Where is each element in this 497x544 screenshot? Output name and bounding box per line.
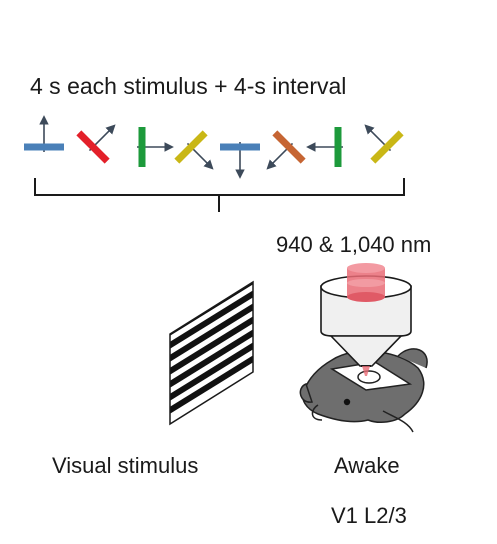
grating-stripe (170, 283, 253, 355)
stimulus-315-deg (364, 124, 404, 164)
cortical-area-label: V1 L2/3 (331, 503, 407, 528)
oriented-stimulus-sequence (24, 115, 404, 179)
grating-stripe (170, 322, 253, 394)
visual-stimulus-label: Visual stimulus (52, 453, 199, 478)
laser-beam (347, 263, 385, 376)
sequence-bracket (34, 178, 405, 212)
stimulus-90-deg (137, 127, 174, 167)
grating-stripe (170, 335, 253, 407)
grating-screen (169, 280, 254, 426)
grating-stripe (170, 296, 253, 368)
laser-wavelength-label: 940 & 1,040 nm (276, 232, 432, 257)
oriented-bar (76, 130, 110, 164)
oriented-bar (272, 130, 306, 164)
stimulus-protocol-title: 4 s each stimulus + 4-s interval (30, 73, 347, 99)
mouse-eye-icon (343, 398, 351, 406)
stimulus-45-deg (76, 124, 116, 164)
mouse-illustration (299, 348, 428, 433)
mouse-state-label: Awake (334, 453, 400, 478)
grating-stripe (170, 309, 253, 381)
stimulus-270-deg (306, 127, 343, 167)
oriented-bar (370, 130, 404, 164)
stimulus-0-deg (24, 115, 64, 152)
oriented-bar (174, 130, 208, 164)
stimulus-180-deg (220, 142, 260, 179)
cranial-window (357, 370, 381, 384)
stimulus-135-deg (174, 130, 214, 170)
grating-stripe (170, 348, 253, 420)
stimulus-225-deg (266, 130, 306, 170)
